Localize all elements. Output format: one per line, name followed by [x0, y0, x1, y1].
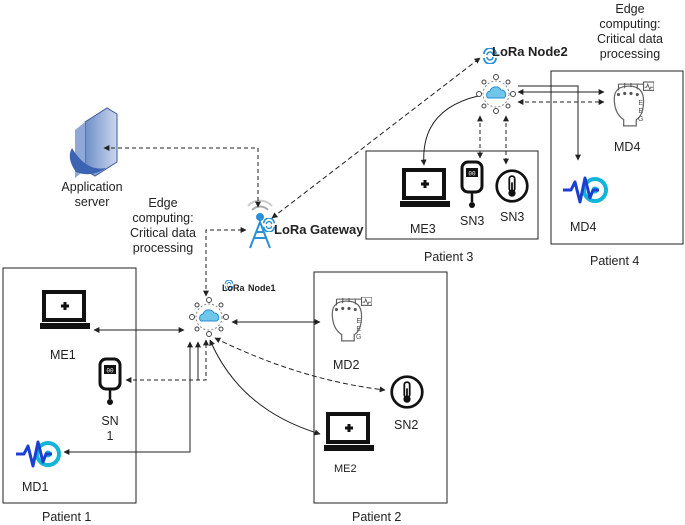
node2-label: LoRa Node2 [492, 44, 568, 60]
node2-text: Node2 [527, 44, 568, 59]
sn1-label: SN 1 [101, 414, 119, 443]
application-server-label: Application server [61, 180, 123, 209]
node2-brand: LoRa [492, 44, 525, 59]
sn2-label: SN2 [394, 418, 419, 432]
node1-brand: LoRa [222, 283, 245, 293]
gateway-text: Gateway [309, 222, 364, 237]
edge-computing-left-label: Edge computing: Critical data processing [130, 196, 196, 255]
gateway-brand: LoRa [274, 222, 307, 237]
application-server-icon [69, 107, 118, 178]
sn2-thermometer-icon [390, 375, 424, 409]
md1-hub-link [63, 341, 193, 455]
md4-bottom-label: MD4 [570, 220, 597, 234]
patient1-box [2, 267, 137, 504]
patient4-label: Patient 4 [590, 254, 640, 268]
sn3a-label: SN3 [460, 214, 485, 228]
md4-eeg-head-icon [613, 81, 654, 127]
patient2-label: Patient 2 [352, 510, 402, 524]
lora-gateway-tower-icon [247, 199, 273, 249]
sn3-thermometer-icon [495, 169, 529, 203]
md1-heartbeat-icon [16, 440, 61, 468]
gateway-node2-link [271, 57, 481, 219]
node1-text: Node1 [247, 283, 276, 293]
md2-label: MD2 [333, 358, 360, 372]
edge-hub-node1-icon [189, 297, 229, 337]
sn1-hub-link [125, 339, 209, 383]
server-gateway-link [103, 145, 261, 208]
md4-eeg-text: E E G [638, 100, 644, 123]
md2-eeg-head-icon [331, 297, 372, 342]
md2-eeg-text: E E G [356, 318, 362, 341]
me2-laptop-icon [324, 412, 374, 453]
lora-gateway-waves-icon [262, 218, 276, 232]
me3-laptop-icon [400, 168, 450, 209]
md4-top-label: MD4 [614, 140, 641, 154]
me3-label: ME3 [410, 222, 436, 236]
me1-laptop-icon [40, 290, 90, 331]
me2-label: ME2 [334, 463, 357, 475]
node1-gateway-link [203, 227, 247, 297]
hub-me2-link [209, 339, 321, 436]
sn1-glucometer-icon [98, 357, 122, 407]
node1-label: LoRa Node1 [222, 280, 276, 296]
node2-md4-heartbeat-link [518, 85, 581, 161]
md4-heartbeat-icon [563, 176, 608, 204]
md1-label: MD1 [22, 480, 49, 494]
sn3b-label: SN3 [500, 210, 525, 224]
edge-computing-right-label: Edge computing: Critical data processing [597, 2, 663, 61]
gateway-label: LoRa Gateway [274, 222, 363, 238]
patient3-label: Patient 3 [424, 250, 474, 264]
me1-label: ME1 [50, 348, 76, 362]
node2-me3-link [420, 95, 479, 166]
hub-sn2-link [214, 337, 386, 393]
edge-hub-node2-icon [476, 74, 516, 114]
patient4-box [550, 70, 684, 245]
patient1-label: Patient 1 [42, 510, 92, 524]
sn3-glucometer-icon [460, 160, 484, 210]
